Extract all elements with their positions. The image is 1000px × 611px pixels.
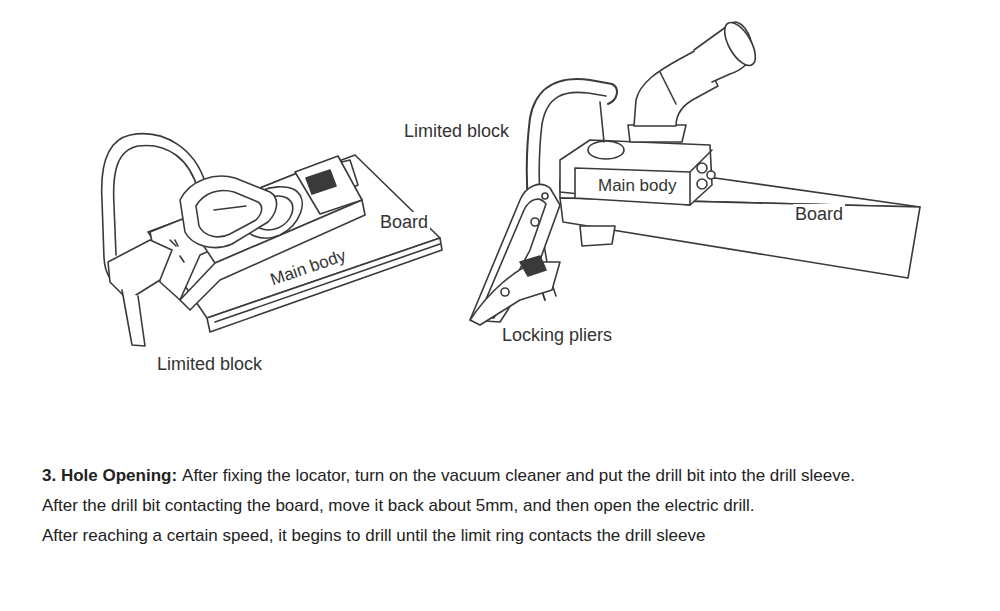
part-label: Board [793, 204, 845, 225]
left-assembly [102, 134, 442, 346]
instruction-text: After reaching a certain speed, it begin… [42, 526, 705, 546]
part-label: Limited block [402, 121, 511, 142]
step-heading: 3. Hole Opening: [42, 466, 177, 486]
instruction-text: After fixing the locator, turn on the va… [182, 466, 855, 486]
part-label: Locking pliers [500, 325, 614, 346]
part-label: Limited block [155, 354, 264, 375]
instruction-text: After the drill bit contacting the board… [42, 496, 755, 516]
part-label: Board [378, 212, 430, 233]
part-label: Main body [596, 176, 678, 196]
right-assembly [470, 18, 920, 325]
